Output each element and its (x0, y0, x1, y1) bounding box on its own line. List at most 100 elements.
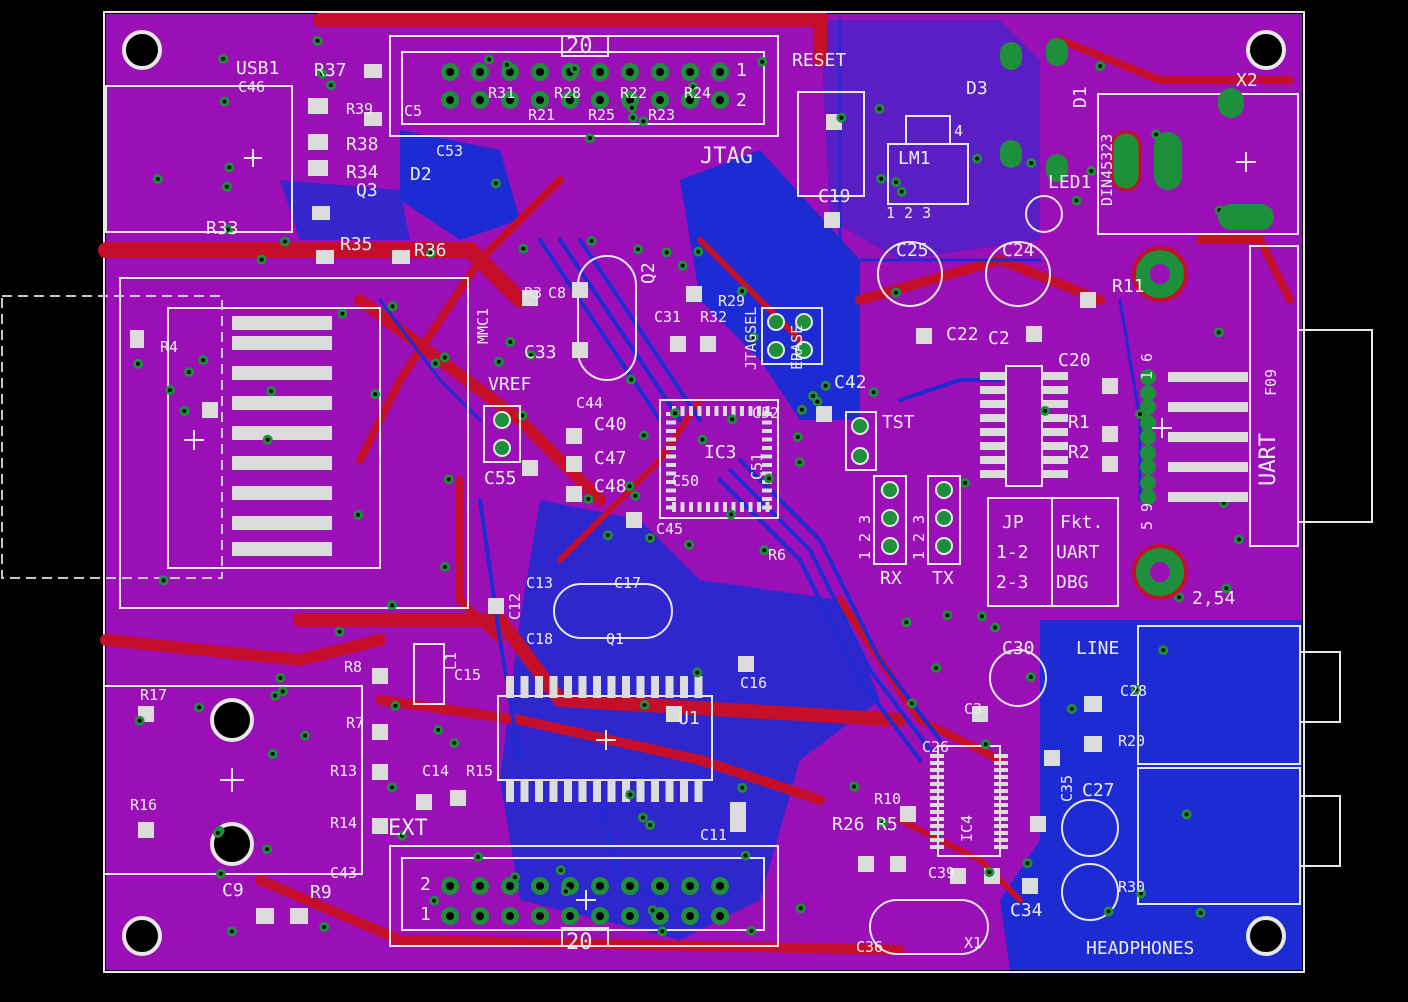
header-pin-hole (536, 96, 544, 104)
usb1-label: USB1 (236, 58, 280, 79)
u1-pin (593, 676, 601, 698)
ic3-pin (666, 420, 676, 425)
board-outline (103, 11, 1305, 973)
c3-label: C3 (964, 700, 983, 718)
via-hole (815, 399, 820, 404)
r28-label: R28 (554, 84, 582, 102)
c13-label: C13 (526, 574, 554, 592)
c2-label: C2 (988, 328, 1010, 349)
ic4-pins (930, 754, 1008, 849)
header-pin-hole (716, 912, 724, 920)
c51-label: C51 (748, 452, 766, 480)
u1-pin (535, 676, 543, 698)
via-hole (1028, 675, 1033, 679)
jp-row2-range: 2-3 (996, 572, 1029, 593)
via-hole (798, 906, 803, 911)
u1-pin (564, 676, 572, 698)
header-pin-hole (536, 68, 544, 76)
header-pin-hole (506, 912, 514, 920)
via-hole (945, 613, 950, 618)
via-hole (224, 184, 229, 189)
ic3-pin (666, 488, 676, 493)
u1-pin (665, 780, 674, 802)
ext-pin1-label: 1 (420, 904, 431, 925)
ic4-pin (930, 775, 944, 779)
r2-label: R2 (1068, 442, 1090, 463)
via-hole (1139, 891, 1143, 896)
c17-label: C17 (614, 574, 642, 592)
ic1-pin (980, 400, 1006, 408)
r26-label: R26 (832, 814, 865, 835)
via-hole (373, 392, 378, 397)
u1-pin (694, 676, 703, 698)
u1-pin (520, 676, 529, 698)
tx-label: TX (932, 568, 954, 589)
c19-label: C19 (818, 186, 851, 207)
jtag-pin-count: 20 (566, 34, 593, 59)
header-pin-hole (686, 96, 694, 104)
r24-label: R24 (684, 84, 712, 102)
u1-pin (607, 780, 616, 802)
c18-label: C18 (526, 630, 554, 648)
via-hole (283, 239, 287, 244)
d2-label: D2 (410, 164, 432, 185)
via-hole (587, 136, 592, 141)
c28-label: C28 (1120, 682, 1148, 700)
ext-pin-count: 20 (566, 930, 593, 955)
reset-label: RESET (792, 50, 847, 71)
ic4-pin (930, 845, 944, 849)
via-hole (197, 705, 202, 710)
uart-pin (1140, 489, 1156, 505)
l1-outline (413, 643, 445, 705)
via-hole (493, 181, 498, 186)
via-hole (993, 625, 998, 630)
c15-label: C15 (454, 666, 482, 684)
c35-label: C35 (1058, 774, 1076, 802)
c36-label: C36 (856, 938, 884, 956)
jp-row1-function: UART (1056, 542, 1100, 563)
via-hole (1098, 64, 1103, 69)
via-hole (740, 289, 744, 294)
ic4-pin (994, 803, 1008, 807)
ic3-pin (689, 406, 693, 416)
header-pin-hole (536, 882, 544, 890)
tst-label: TST (882, 412, 915, 433)
via-hole (216, 831, 220, 835)
ic3-pin (723, 502, 727, 512)
via-hole (975, 156, 980, 161)
via-hole (729, 512, 734, 517)
via-hole (642, 703, 647, 707)
via-hole (877, 106, 882, 111)
lm1-pin-numbers: 1 2 3 (886, 204, 932, 222)
via-hole (797, 460, 802, 465)
mounting-hole-tr (1246, 30, 1286, 70)
pitch-label: 2,54 (1192, 588, 1236, 609)
uart-finger (1168, 402, 1248, 412)
c11-label: C11 (700, 826, 728, 844)
via-hole (322, 925, 327, 930)
via-hole (270, 751, 275, 756)
via-hole (1089, 169, 1094, 173)
ic3-pin (731, 406, 736, 416)
via-hole (641, 433, 646, 438)
ic3-pin (762, 454, 772, 459)
uart-pins (1140, 369, 1248, 505)
r9-label: R9 (310, 882, 332, 903)
via-hole (839, 115, 844, 120)
c27-label: C27 (1082, 780, 1115, 801)
c26-label: C26 (922, 738, 950, 756)
via-hole (442, 355, 447, 360)
via-hole (1216, 330, 1221, 335)
via-hole (572, 66, 577, 71)
via-hole (879, 176, 884, 181)
ic3-pin (762, 429, 772, 433)
vref-label: VREF (488, 374, 532, 395)
ext-pin2-label: 2 (420, 874, 431, 895)
via-hole (222, 99, 227, 104)
via-hole (766, 476, 771, 481)
via-hole (265, 437, 270, 442)
r13-label: R13 (330, 762, 358, 780)
ic3-pin (666, 471, 676, 476)
r7-label: R7 (346, 714, 365, 732)
uart-pin (1140, 399, 1156, 415)
